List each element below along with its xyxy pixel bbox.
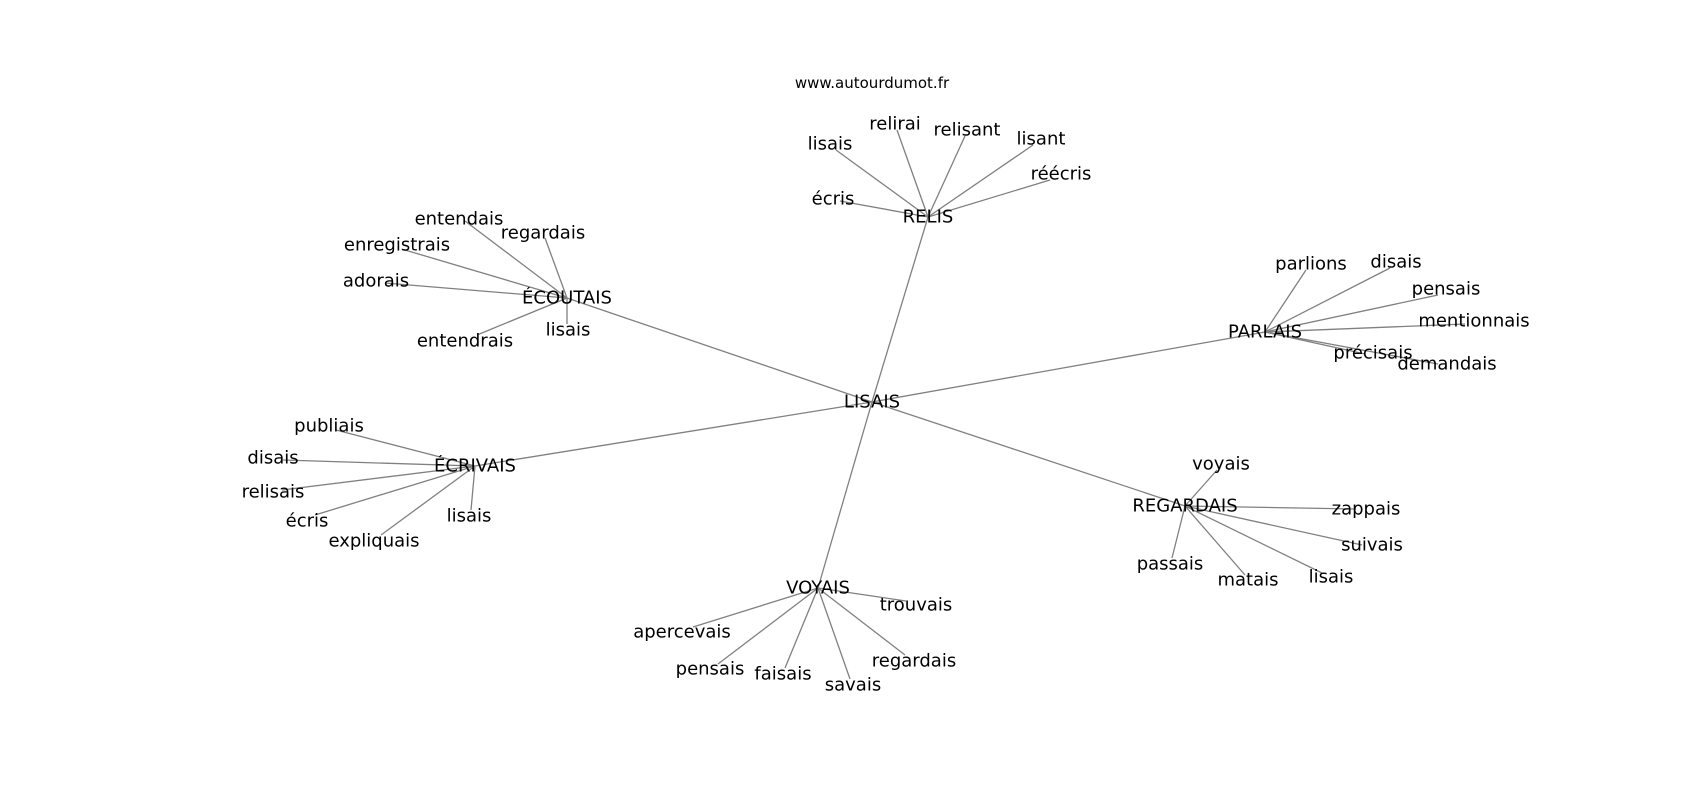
edge-hub-leaf [1264,331,1439,365]
edge-hub-leaf [1184,505,1363,546]
hub-node-label: ÉCOUTAIS [522,287,612,309]
leaf-node-label: suivais [1341,535,1403,556]
leaf-node-label: entendais [415,209,504,230]
leaf-node-label: relisais [242,482,305,503]
edge-hub-leaf [384,282,568,299]
labels-layer: LISAIS RELIS écris lisais relirai relisant lis… [242,114,1530,696]
leaf-node-label: publiais [294,416,364,437]
edges-layer [281,129,1466,680]
edge-center-hub [474,401,873,467]
leaf-node-label: précisais [1333,343,1412,364]
leaf-node-label: pensais [1412,279,1481,300]
edge-hub-leaf [839,200,929,218]
leaf-node-label: relisant [934,120,1001,141]
leaf-node-label: écris [812,189,855,210]
edge-hub-leaf [927,135,966,218]
hub-node-label: ÉCRIVAIS [434,455,516,477]
leaf-node-label: relirai [869,114,921,135]
leaf-node-label: réécris [1031,164,1092,185]
leaf-node-label: mentionnais [1418,311,1529,332]
edge-hub-leaf [817,587,851,680]
edge-hub-leaf [314,465,476,516]
leaf-node-label: parlions [1275,254,1347,275]
leaf-node-label: matais [1217,570,1278,591]
leaf-node-label: lisais [447,506,492,527]
leaf-node-label: écris [286,511,329,532]
edge-hub-leaf [817,587,907,602]
hub-node-label: VOYAIS [786,578,850,599]
edge-hub-leaf [470,465,476,511]
leaf-node-label: voyais [1192,454,1250,475]
leaf-node-label: apercevais [633,622,731,643]
edge-hub-leaf [404,249,568,299]
leaf-node-label: pensais [676,659,745,680]
edge-center-hub [817,401,873,589]
edge-center-hub [566,297,873,403]
edge-hub-leaf [717,587,819,665]
leaf-node-label: regardais [872,651,956,672]
edge-hub-leaf [692,587,819,628]
edge-hub-leaf [896,129,929,218]
edge-hub-leaf [1184,469,1218,507]
leaf-node-label: disais [247,448,298,469]
edge-hub-leaf [464,220,568,299]
edge-hub-leaf [544,237,568,299]
leaf-node-label: lisais [1309,567,1354,588]
edge-hub-leaf [1264,294,1439,333]
leaf-node-label: entendrais [417,331,513,352]
leaf-node-label: lisais [546,320,591,341]
edge-hub-leaf [817,587,906,656]
edge-center-hub [871,216,929,403]
leaf-node-label: demandais [1397,354,1496,375]
leaf-node-label: adorais [343,271,409,292]
hub-node-label: REGARDAIS [1132,496,1237,517]
edge-hub-leaf [476,297,568,336]
edge-hub-leaf [335,429,476,467]
edge-hub-leaf [1264,267,1391,333]
edge-hub-leaf [1184,505,1323,574]
leaf-node-label: lisant [1017,129,1066,150]
leaf-node-label: zappais [1332,499,1401,520]
site-watermark: www.autourdumot.fr [795,74,950,92]
leaf-node-label: expliquais [328,531,419,552]
edge-center-hub [871,331,1266,403]
leaf-node-label: faisais [754,664,811,685]
edge-hub-leaf [1184,505,1357,510]
edge-hub-leaf [1264,269,1307,333]
leaf-node-label: trouvais [880,595,953,616]
edge-hub-leaf [784,587,819,669]
leaf-node-label: regardais [501,223,585,244]
leaf-node-label: lisais [808,134,853,155]
edge-hub-leaf [927,144,1034,218]
hub-node-label: PARLAIS [1228,322,1302,343]
center-node-label: LISAIS [844,392,900,413]
leaf-node-label: savais [825,675,881,696]
edge-hub-leaf [1264,323,1466,333]
edge-hub-leaf [835,149,929,218]
hub-node-label: RELIS [903,207,954,228]
edge-hub-leaf [282,459,476,467]
leaf-node-label: disais [1370,252,1421,273]
edge-hub-leaf [1184,505,1246,576]
edge-center-hub [871,401,1186,507]
leaf-node-label: enregistrais [344,235,450,256]
edge-hub-leaf [281,465,476,491]
leaf-node-label: passais [1137,554,1204,575]
edge-hub-leaf [927,179,1051,218]
edge-hub-leaf [380,465,476,536]
edge-hub-leaf [1171,505,1186,559]
